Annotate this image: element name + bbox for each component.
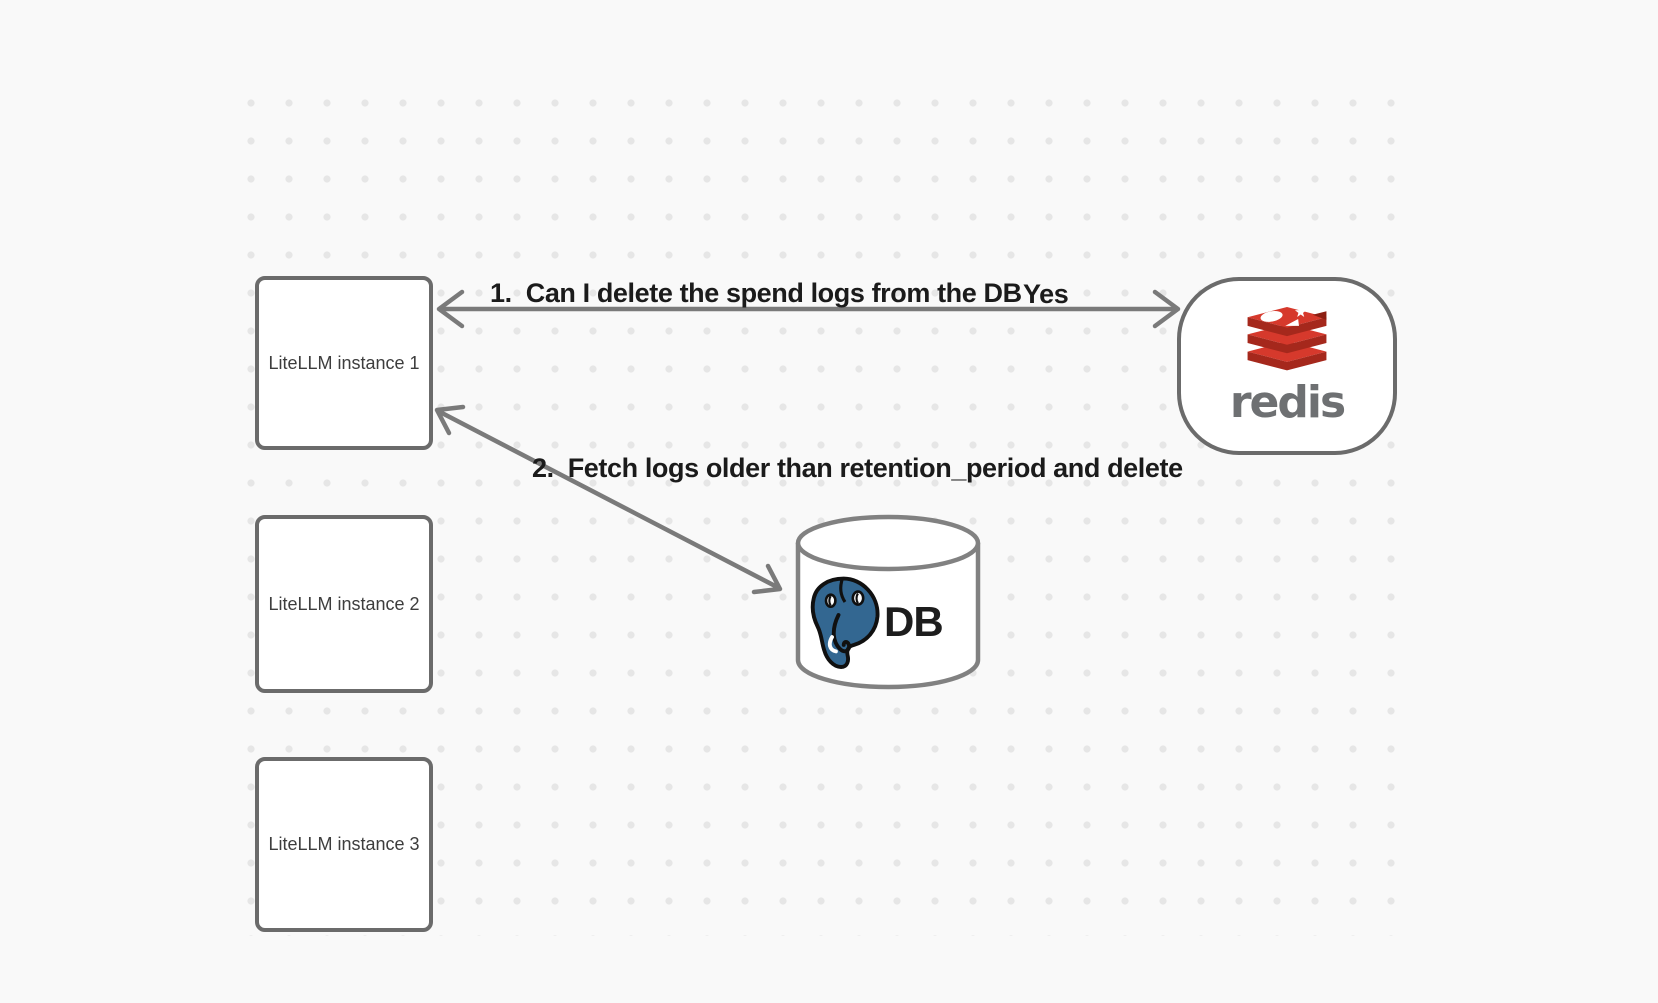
edge-1-text: Can I delete the spend logs from the DB <box>525 278 1022 308</box>
node-litellm-instance-1: LiteLLM instance 1 <box>255 276 433 450</box>
edge-1-answer: Yes <box>1023 279 1069 309</box>
redis-stack-icon <box>1247 307 1327 371</box>
edge-1-arrow <box>436 289 1181 329</box>
edge-2-arrow <box>434 404 783 595</box>
redis-wordmark: redis <box>1229 377 1346 428</box>
node-litellm-instance-1-label: LiteLLM instance 1 <box>268 352 420 373</box>
db-label: DB <box>884 598 944 645</box>
edge-2-number: 2. <box>532 453 554 483</box>
edge-1-number: 1. <box>490 278 512 308</box>
edge-1-label: 1. Can I delete the spend logs from the D… <box>490 280 1022 307</box>
edge-2-label: 2. Fetch logs older than retention_period… <box>532 455 1183 482</box>
edge-2-text: Fetch logs older than retention_period a… <box>567 453 1183 483</box>
node-litellm-instance-3: LiteLLM instance 3 <box>255 757 433 932</box>
node-litellm-instance-2: LiteLLM instance 2 <box>255 515 433 693</box>
node-litellm-instance-2-label: LiteLLM instance 2 <box>268 593 420 614</box>
postgresql-elephant-icon <box>810 576 880 669</box>
node-redis: redis <box>1177 277 1397 455</box>
node-litellm-instance-3-label: LiteLLM instance 3 <box>268 834 420 854</box>
